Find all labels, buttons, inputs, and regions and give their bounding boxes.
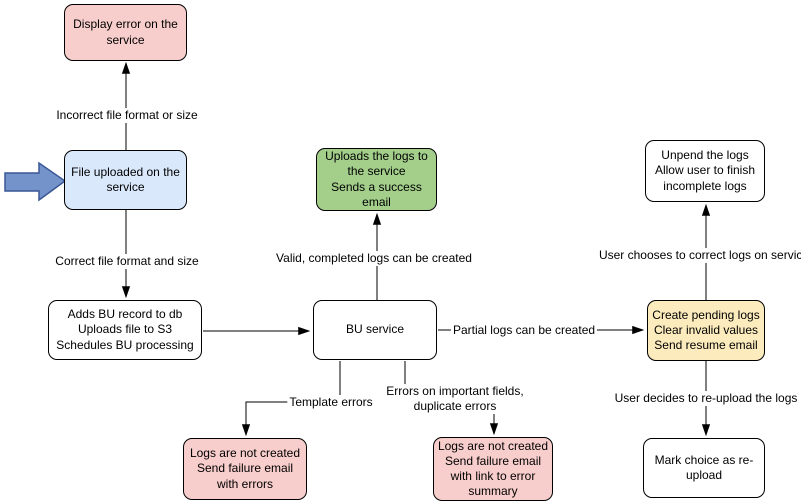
input-arrow-icon	[4, 161, 67, 202]
edge-label-user-corrects: User chooses to correct logs on service	[596, 248, 801, 263]
edge-label-incorrect-file: Incorrect file format or size	[54, 108, 200, 123]
node-mark-choice-label: Mark choice as re-upload	[654, 452, 754, 482]
node-adds-bu-record-label: Adds BU record to db Uploads file to S3 …	[56, 307, 194, 352]
node-create-pending-logs: Create pending logs Clear invalid values…	[647, 300, 765, 361]
edge-label-correct-file: Correct file format and size	[53, 254, 201, 269]
node-logs-not-created-errors: Logs are not created Send failure email …	[183, 438, 307, 500]
node-unpend-logs: Unpend the logs Allow user to finish inc…	[645, 140, 765, 202]
node-create-pending-logs-label: Create pending logs Clear invalid values…	[652, 307, 760, 353]
node-logs-not-created-errors-label: Logs are not created Send failure email …	[189, 446, 301, 491]
edge-label-important-fields: Errors on important fields, duplicate er…	[374, 384, 536, 414]
node-unpend-logs-label: Unpend the logs Allow user to finish inc…	[654, 148, 756, 193]
edge-label-partial-logs: Partial logs can be created	[450, 323, 598, 338]
node-file-uploaded-label: File uploaded on the service	[71, 164, 180, 194]
node-bu-service: BU service	[313, 300, 437, 360]
node-uploads-logs-label: Uploads the logs to the service Sends a …	[325, 149, 428, 209]
node-logs-not-created-summary: Logs are not created Send failure email …	[433, 437, 553, 501]
edge-label-valid-logs: Valid, completed logs can be created	[274, 251, 474, 266]
node-uploads-logs: Uploads the logs to the service Sends a …	[316, 148, 437, 211]
node-logs-not-created-summary-label: Logs are not created Send failure email …	[437, 438, 549, 499]
node-adds-bu-record: Adds BU record to db Uploads file to S3 …	[48, 300, 202, 360]
node-file-uploaded: File uploaded on the service	[64, 150, 187, 210]
edge-label-template-errors: Template errors	[287, 395, 375, 410]
edge-label-user-reuploads: User decides to re-upload the logs	[612, 391, 800, 406]
node-bu-service-label: BU service	[345, 322, 404, 337]
node-mark-choice: Mark choice as re-upload	[643, 438, 765, 498]
node-display-error: Display error on the service	[64, 4, 187, 61]
node-display-error-label: Display error on the service	[73, 17, 178, 47]
